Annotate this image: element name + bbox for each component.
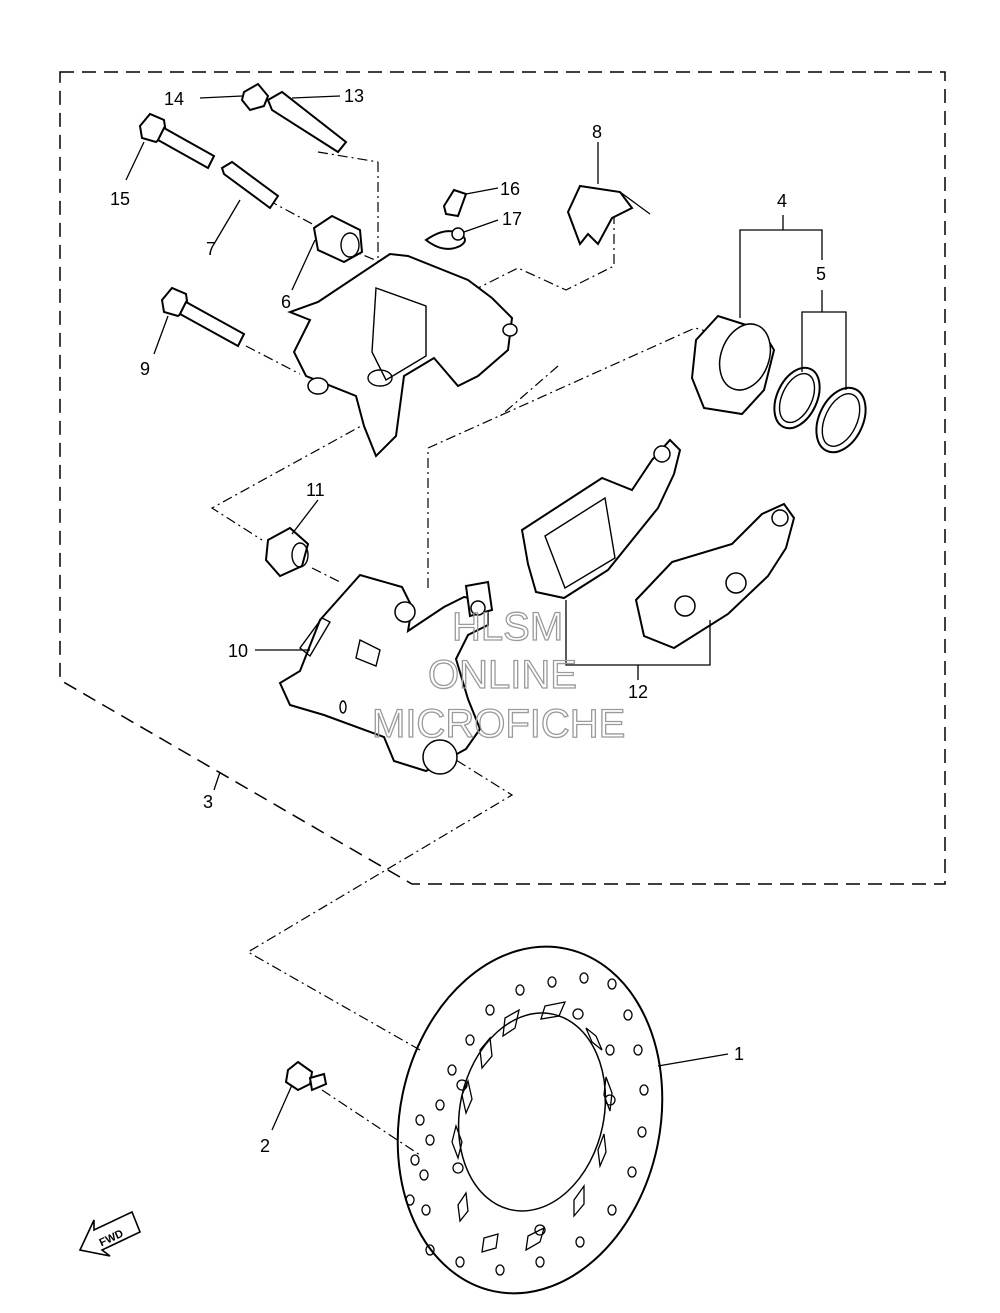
- watermark: HLSM ONLINE MICROFICHE: [371, 604, 626, 746]
- brake-disc[interactable]: [366, 922, 693, 1313]
- caliper-assembly-boundary: [59, 71, 946, 885]
- watermark-line-1: HLSM: [452, 605, 563, 649]
- callout-12: 12: [628, 682, 648, 702]
- brake-pad-kit[interactable]: [520, 438, 796, 650]
- callout-11: 11: [306, 480, 325, 500]
- callout-6: 6: [281, 292, 291, 312]
- callout-1: 1: [734, 1044, 744, 1064]
- pad-spring[interactable]: [566, 184, 651, 246]
- callout-3: 3: [203, 792, 213, 812]
- callout-4: 4: [777, 191, 787, 211]
- callout-5: 5: [816, 264, 826, 284]
- dust-seal[interactable]: [807, 380, 876, 460]
- pin-cap[interactable]: [240, 82, 270, 112]
- piston-seal[interactable]: [765, 361, 828, 436]
- caliper-bracket[interactable]: [278, 573, 494, 775]
- caliper-piston[interactable]: [690, 314, 779, 416]
- callout-10: 10: [228, 641, 248, 661]
- callout-17: 17: [502, 209, 522, 229]
- pad-pin[interactable]: [220, 160, 280, 210]
- watermark-line-3: MICROFICHE: [372, 702, 625, 746]
- callout-2: 2: [260, 1136, 270, 1156]
- callout-14: 14: [164, 89, 184, 109]
- forward-direction-arrow-icon: FWD: [78, 1210, 142, 1257]
- callout-15: 15: [110, 189, 130, 209]
- watermark-line-2: ONLINE: [428, 653, 577, 697]
- disc-bolt[interactable]: [284, 1060, 328, 1092]
- callout-8: 8: [592, 122, 602, 142]
- slide-pin[interactable]: [266, 90, 348, 154]
- caliper-bush[interactable]: [312, 214, 364, 264]
- bracket-bush[interactable]: [264, 526, 310, 578]
- callout-9: 9: [140, 359, 150, 379]
- bleed-screw-cap[interactable]: [424, 227, 466, 250]
- callout-7: 7: [206, 239, 216, 259]
- bleed-screw[interactable]: [442, 188, 468, 218]
- callout-16: 16: [500, 179, 520, 199]
- caliper-body: [287, 252, 518, 458]
- callout-13: 13: [344, 86, 364, 106]
- caliper-bolt-lower[interactable]: [160, 286, 246, 348]
- caliper-bolt-upper[interactable]: [138, 112, 216, 170]
